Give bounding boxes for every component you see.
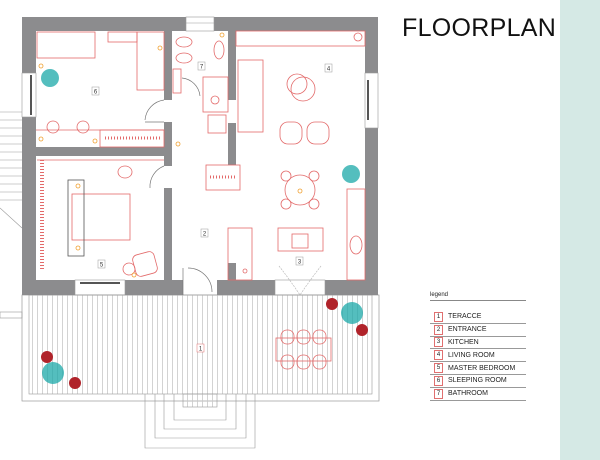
plant-icon — [42, 362, 64, 384]
svg-text:5: 5 — [100, 263, 104, 269]
coffee-table — [286, 73, 308, 95]
room-labels: 6 7 4 2 5 3 1 — [91, 61, 333, 353]
room-label-1: 1 — [196, 343, 205, 353]
terrace — [21, 294, 380, 449]
double-bed — [71, 193, 131, 241]
armchair — [306, 121, 330, 145]
plant-icon — [342, 165, 360, 183]
room-label-6: 6 — [91, 86, 100, 96]
plants — [41, 69, 363, 384]
bidet — [175, 36, 193, 48]
svg-text:7: 7 — [200, 65, 204, 71]
page-title: FLOORPLAN — [402, 14, 557, 42]
sofa — [237, 59, 264, 133]
flower-icon — [41, 351, 53, 363]
room-label-3: 3 — [295, 256, 304, 266]
windows — [21, 16, 379, 296]
cabinet — [205, 164, 241, 191]
flower-icon — [356, 324, 368, 336]
kitchen-counter — [346, 188, 366, 281]
svg-text:4: 4 — [327, 67, 331, 73]
wardrobe — [99, 129, 165, 148]
fireplace-icon — [353, 32, 363, 42]
flowers — [41, 298, 368, 389]
bed-single-2 — [136, 31, 165, 91]
terrace-table — [275, 337, 332, 362]
room-label-5: 5 — [97, 259, 106, 269]
toilet — [175, 52, 193, 64]
plant-icon — [341, 302, 363, 324]
accent-strip — [560, 0, 600, 460]
washbasin — [213, 40, 225, 60]
room-label-4: 4 — [324, 63, 333, 73]
plant-icon — [41, 69, 59, 87]
dining-table — [284, 174, 316, 206]
svg-text:1: 1 — [199, 347, 203, 353]
sink — [349, 235, 363, 255]
flower-icon — [69, 377, 81, 389]
side-stairs — [0, 111, 23, 319]
cooktop — [291, 233, 309, 249]
furniture — [36, 30, 366, 370]
kitchen-island — [277, 227, 324, 252]
chair — [46, 120, 60, 134]
armchair — [279, 121, 303, 145]
bed-single-1 — [36, 31, 96, 59]
room-label-2: 2 — [200, 228, 209, 238]
legend-heading: legend — [430, 292, 526, 301]
room-label-7: 7 — [197, 61, 206, 71]
svg-text:2: 2 — [203, 232, 207, 238]
doors — [144, 77, 322, 296]
chair — [76, 120, 90, 134]
walls — [22, 17, 378, 295]
svg-text:3: 3 — [298, 260, 302, 266]
lights — [38, 32, 303, 278]
flower-icon — [326, 298, 338, 310]
svg-text:6: 6 — [94, 90, 98, 96]
entrance-steps — [144, 394, 256, 449]
floorplan-drawing: 6 7 4 2 5 3 1 — [0, 16, 380, 449]
